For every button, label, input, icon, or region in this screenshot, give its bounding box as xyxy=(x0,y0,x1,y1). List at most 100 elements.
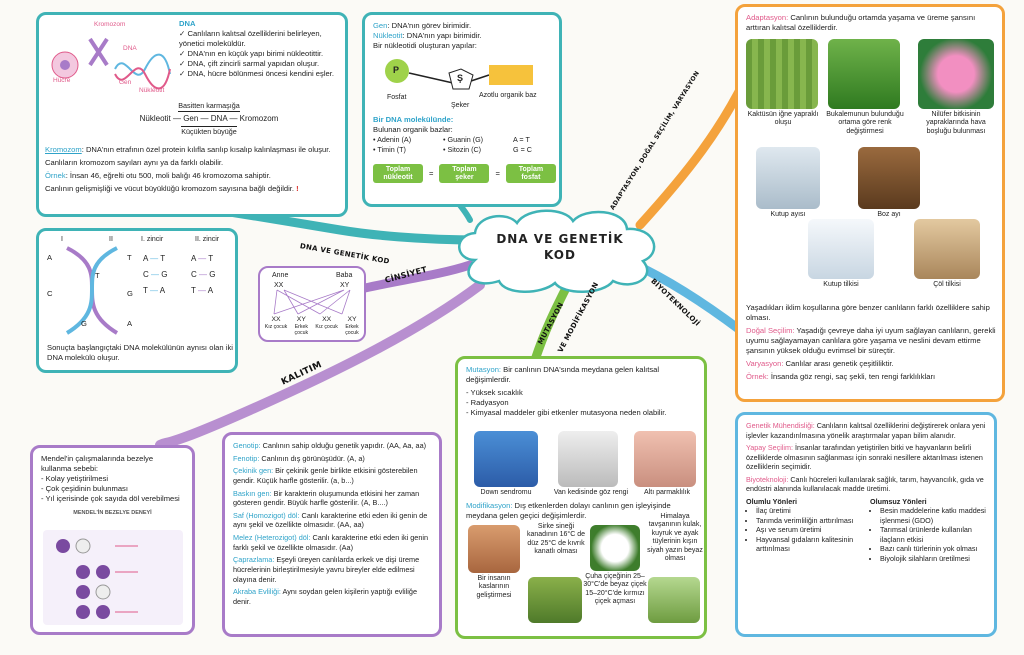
cap-col-tilkisi: Çöl tilkisi xyxy=(933,281,961,288)
pill-toplam-seker: Toplam şeker xyxy=(439,164,490,184)
label-hucre: Hücre xyxy=(53,77,71,84)
helix-left-a: A xyxy=(47,253,53,262)
adaptasyon-box: Adaptasyon: Canlının bulunduğu ortamda y… xyxy=(735,4,1005,402)
branch-adaptasyon-line xyxy=(635,75,750,230)
pair-a-3: T — A xyxy=(143,286,166,295)
dna-check-2: ✓ DNA'nın en küçük yapı birimi nükleotit… xyxy=(179,49,324,59)
photo-van-kedisi xyxy=(558,431,618,487)
kalitim-caprazlama: Çaprazlama: Eşeyli üreyen canlılarda erk… xyxy=(233,555,420,584)
pair-b-3: T — A xyxy=(191,286,214,295)
helix-right-t2: T xyxy=(95,271,100,280)
kalitim-melez: Melez (Heterozigot) döl: Canlı karakteri… xyxy=(233,533,429,552)
basitten-label: Basitten karmaşığa xyxy=(178,101,240,112)
pair-a-1: A — T xyxy=(143,254,166,263)
baba-genotype: XY xyxy=(340,282,350,289)
genetik-muhendisligi: Genetik Mühendisliği: Canlıların kalıtsa… xyxy=(746,421,986,440)
cause-1: - Yüksek sıcaklık xyxy=(466,388,523,398)
cause-3: - Kimyasal maddeler gibi etkenler mutasy… xyxy=(466,408,667,418)
seker-label: Şeker xyxy=(451,102,470,109)
dogal-secilim: Doğal Seçilim: Yaşadığı çevreye daha iyi… xyxy=(746,326,996,356)
mendel-box: Mendel'in çalışmalarında bezelye kullanm… xyxy=(30,445,195,635)
olumsuz-3: Bazı canlı türlerinin yok olması xyxy=(880,544,986,554)
pairs-block-b: A — T C — G T — A xyxy=(191,251,231,299)
kalitim-baskin: Baskın gen: Bir karakterin oluşumunda et… xyxy=(233,488,420,508)
label-dna-diagram: DNA xyxy=(123,45,137,52)
photo-kutup-ayisi xyxy=(756,147,820,209)
pill-toplam-nukleotit: Toplam nükleotit xyxy=(373,164,423,184)
branch-mutasyon-line xyxy=(530,285,570,365)
zincir-2: II. zincir xyxy=(195,236,220,243)
pair-a-2: C — G xyxy=(143,270,168,279)
pair-b-1: A — T xyxy=(191,254,214,263)
mutasyon-box: Mutasyon: Bir canlının DNA'sında meydana… xyxy=(455,356,707,639)
roman-2: II xyxy=(109,236,113,243)
hierarchy-chain: Nükleotit — Gen — DNA — Kromozom xyxy=(139,113,279,123)
eq-at: A = T xyxy=(513,135,530,145)
helix-right-g: G xyxy=(127,289,133,298)
mendel-deney-title: MENDEL'İN BEZELYE DENEYİ xyxy=(73,510,152,517)
eq-gc: G = C xyxy=(513,144,532,154)
mendel-diagram xyxy=(43,530,183,625)
cap-cuha: Çuha çiçeğinin 25–30°C'de beyaz çiçek 15… xyxy=(583,573,647,606)
pairs-block-a: A — T C — G T — A xyxy=(143,251,183,299)
olumlu-1: İlaç üretimi xyxy=(756,506,860,516)
olumlu-list: Olumlu Yönleri İlaç üretimi Tarımda veri… xyxy=(746,497,860,564)
adaptasyon-def: Adaptasyon: Canlının bulunduğu ortamda y… xyxy=(746,13,976,33)
baz-label: Azotlu organik baz xyxy=(479,92,537,99)
baba-label: Baba xyxy=(336,272,353,279)
molekul-heading: Bir DNA molekülünde: xyxy=(373,115,454,124)
mendel-item-3: - Yıl içerisinde çok sayıda döl verebilm… xyxy=(41,494,180,504)
cap-kutup-tilkisi: Kutup tilkisi xyxy=(823,281,859,288)
bazlar-heading: Bulunan organik bazlar: xyxy=(373,125,453,135)
center-title: DNA VE GENETİK KOD xyxy=(470,232,650,263)
photo-alti-parmak xyxy=(634,431,696,487)
kalitim-box: Genotip: Canlının sahip olduğu genetik y… xyxy=(222,432,442,637)
gen-box: Gen: DNA'nın görev birimidir. Nükleotit:… xyxy=(362,12,562,207)
mendel-item-1: - Kolay yetiştirilmesi xyxy=(41,474,109,484)
gelismislik-note: Canlının gelişmişliği ve vücut büyüklüğü… xyxy=(45,184,299,194)
mendel-item-2: - Çok çeşidinin bulunması xyxy=(41,484,128,494)
dna-check-4: ✓ DNA, hücre bölünmesi öncesi kendini eş… xyxy=(179,69,334,79)
photo-kutup-tilkisi xyxy=(808,219,874,279)
olumlu-3: Aşı ve serum üretimi xyxy=(756,525,860,535)
olumsuz-2: Tarımsal ürünlerde kullanılan ilaçların … xyxy=(880,525,986,544)
replication-box: I II A C G T G T A I. zincir II. zincir … xyxy=(36,228,238,373)
anne-genotype: XX xyxy=(274,282,284,289)
photo-col-tilkisi xyxy=(914,219,980,279)
photo-cuha xyxy=(590,525,640,571)
pill-toplam-fosfat: Toplam fosfat xyxy=(505,164,556,184)
cap-down: Down sendromu xyxy=(480,489,532,496)
olumlu-heading: Olumlu Yönleri xyxy=(746,496,797,506)
gen-def: Gen: DNA'nın görev birimidir. xyxy=(373,21,472,30)
cap-nilufer: Nilüfer bitkisinin yapraklarında hava bo… xyxy=(926,111,986,135)
cap-alti: Altı parmaklılık xyxy=(644,489,690,496)
dna-check-3: ✓ DNA, çift zincirli sarmal yapıdan oluş… xyxy=(179,59,320,69)
baz-adenin: • Adenin (A) xyxy=(373,135,412,145)
mendel-intro: Mendel'in çalışmalarında bezelye kullanm… xyxy=(41,454,154,474)
kucukten-label: Küçükten büyüğe xyxy=(181,126,237,137)
mutasyon-def: Mutasyon: Bir canlının DNA'sında meydana… xyxy=(466,365,660,385)
olumsuz-1: Besin maddelerine katkı maddesi işlenmes… xyxy=(880,506,986,525)
photo-nilufer xyxy=(918,39,994,109)
label-kromozom: Kromozom xyxy=(94,21,126,28)
cap-kaktus: Kaktüsün iğne yapraklı oluşu xyxy=(747,111,819,127)
photo-bukalemun xyxy=(828,39,900,109)
center-title-line2: KOD xyxy=(544,247,576,262)
kalitim-akraba: Akraba Evliliği: Aynı soydan gelen kişil… xyxy=(233,587,418,606)
baz-guanin: • Timin (T) xyxy=(373,144,406,154)
cap-tavsan: Himalaya tavşanının kulak, kuyruk ve aya… xyxy=(647,513,703,562)
anne-label: Anne xyxy=(272,272,289,279)
cap-kutup-ayisi: Kutup ayısı xyxy=(770,211,806,218)
center-cloud xyxy=(458,209,656,293)
cross-lines xyxy=(273,289,351,315)
cap-van: Van kedisinde göz rengi xyxy=(553,489,629,496)
helix-right-a: A xyxy=(127,319,133,328)
kalitim-cekinik: Çekinik gen: Bir çekinik genle birlikte … xyxy=(233,466,418,485)
kalitim-saf: Saf (Homozigot) döl: Canlı karakterine e… xyxy=(233,510,428,530)
nukleotit-def: Nükleotit: DNA'nın yapı birimidir. xyxy=(373,31,482,41)
helix-right-t: T xyxy=(127,253,132,262)
